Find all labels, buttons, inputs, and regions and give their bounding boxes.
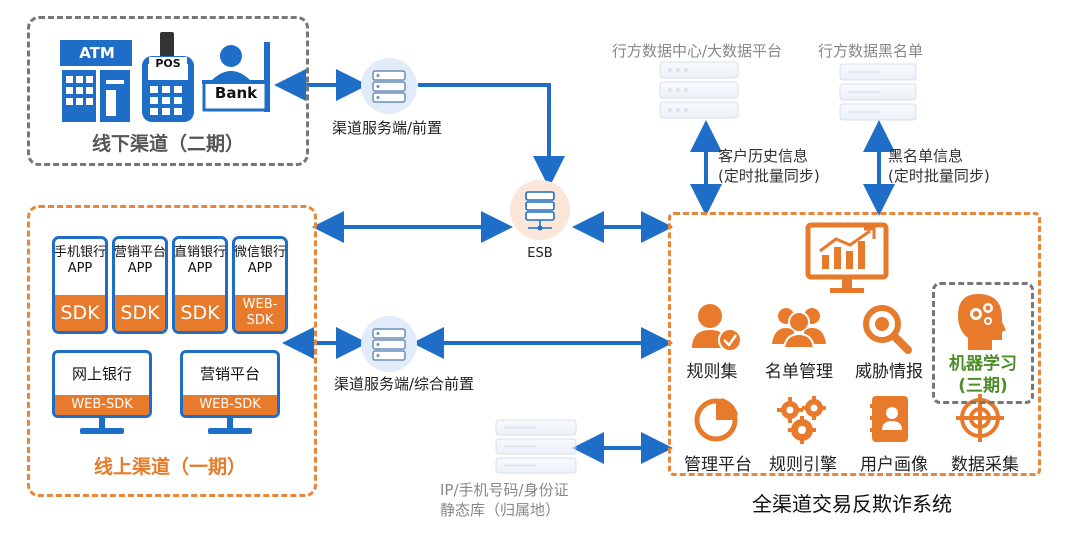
- web-name: 营销平台: [199, 365, 260, 383]
- atm-label: ATM: [79, 44, 115, 62]
- module-management-platform: 管理平台: [684, 455, 752, 475]
- blacklist-sync-label: 黑名单信息(定时批量同步): [888, 147, 990, 185]
- arrow-server-esb: [418, 83, 565, 188]
- web-monitor: 营销平台 WEB-SDK: [180, 350, 280, 418]
- module-threat-intel: 威胁情报: [855, 362, 923, 382]
- online-channel-title: 线上渠道（一期）: [93, 456, 247, 478]
- module-data-collection: 数据采集: [951, 455, 1019, 475]
- analytics-monitor-icon: [805, 222, 889, 293]
- sdk-label: SDK: [55, 295, 105, 331]
- monitor-stand: [227, 418, 233, 430]
- server-icon: [361, 58, 417, 114]
- monitor-base: [208, 428, 252, 434]
- online-channel-box: [27, 205, 317, 497]
- module-rule-engine: 规则引擎: [769, 455, 837, 475]
- esb-icon: [510, 180, 570, 240]
- sdk-label: SDK: [115, 295, 165, 331]
- blacklist-server-icon: [839, 63, 917, 121]
- module-user-profile: 用户画像: [860, 455, 928, 475]
- esb-label: ESB: [527, 246, 553, 261]
- management-platform-icon: [694, 398, 738, 442]
- bank-icon: [202, 42, 270, 112]
- web-sdk-label: WEB-SDK: [55, 395, 149, 415]
- offline-channel-box: [27, 16, 309, 166]
- bank-label: Bank: [214, 84, 258, 102]
- offline-channel-title: 线下渠道（二期）: [91, 133, 245, 155]
- channel-server-label: 渠道服务端/前置: [332, 119, 443, 137]
- monitor-stand: [99, 418, 105, 430]
- threat-intel-icon: [863, 305, 912, 354]
- anti-fraud-system-title: 全渠道交易反欺诈系统: [752, 492, 952, 516]
- pos-label: POS: [149, 57, 187, 71]
- channel-server-integrated-label: 渠道服务端/综合前置: [334, 375, 475, 393]
- sdk-label: SDK: [175, 295, 225, 331]
- machine-learning-box: [932, 282, 1034, 404]
- user-profile-icon: [870, 396, 908, 442]
- data-collection-target-icon: [956, 394, 1004, 442]
- static-db-server-icon: [495, 419, 577, 474]
- rule-set-icon: [692, 304, 742, 352]
- anti-fraud-system-box: [668, 212, 1041, 476]
- web-name: 网上银行: [71, 365, 132, 383]
- web-monitor: 网上银行 WEB-SDK: [52, 350, 152, 418]
- datacenter-server-icon: [659, 61, 739, 119]
- module-rule-set: 规则集: [686, 362, 738, 382]
- module-machine-learning: 机器学习(三期): [949, 354, 1017, 396]
- web-sdk-label: WEB-SDK: [183, 395, 277, 415]
- list-management-icon: [772, 308, 826, 349]
- bank-data-center-label: 行方数据中心/大数据平台: [612, 42, 783, 60]
- machine-learning-head-icon: [958, 294, 1006, 350]
- monitor-base: [80, 428, 124, 434]
- customer-history-sync-label: 客户历史信息(定时批量同步): [718, 147, 820, 185]
- server-icon: [361, 316, 417, 372]
- sdk-label: WEB-SDK: [235, 295, 285, 331]
- atm-icon: [60, 40, 132, 122]
- module-list-management: 名单管理: [765, 362, 833, 382]
- rule-engine-gear-icon: [777, 396, 826, 444]
- static-db-label: IP/手机号码/身份证静态库（归属地）: [440, 481, 569, 519]
- bank-blacklist-label: 行方数据黑名单: [818, 42, 924, 60]
